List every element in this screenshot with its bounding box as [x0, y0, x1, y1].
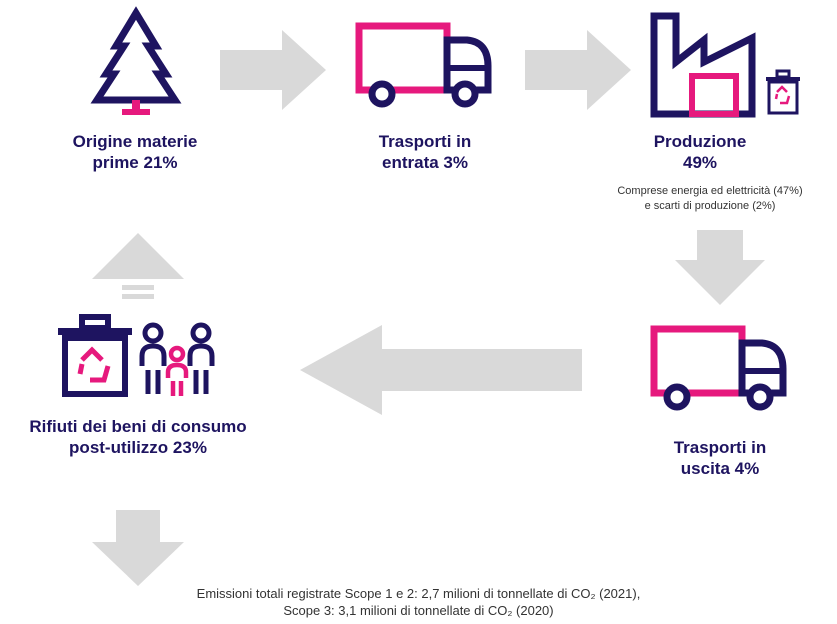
inbound-label-line1: Trasporti in — [378, 132, 472, 151]
truck-icon — [650, 325, 787, 411]
outbound-label-line2: uscita 4% — [680, 459, 760, 478]
production-label: Produzione 49% — [620, 131, 780, 173]
production-note-line1: Comprese energia ed elettricità (47%) — [617, 185, 803, 197]
truck-icon — [355, 22, 492, 108]
arrow-waste-down — [92, 510, 184, 586]
arrow-waste-to-origin — [92, 233, 184, 299]
factory-icon — [650, 12, 756, 118]
waste-label: Rifiuti dei beni di consumo post-utilizz… — [0, 416, 276, 458]
tree-icon — [90, 6, 182, 115]
inbound-label-line2: entrata 3% — [382, 153, 468, 172]
family-icon — [139, 322, 215, 396]
production-label-line1: Produzione — [653, 132, 747, 151]
inbound-label: Trasporti in entrata 3% — [335, 131, 515, 173]
arrow-inbound-to-production — [525, 30, 631, 110]
emissions-footnote-line1: Emissioni totali registrate Scope 1 e 2:… — [196, 586, 641, 601]
waste-label-line1: Rifiuti dei beni di consumo — [29, 417, 247, 436]
production-note: Comprese energia ed elettricità (47%) e … — [590, 184, 830, 214]
arrow-origin-to-inbound — [220, 30, 326, 110]
origin-label-line1: Origine materie — [72, 132, 198, 151]
origin-label-line2: prime 21% — [92, 153, 178, 172]
waste-label-line2: post-utilizzo 23% — [69, 438, 207, 457]
arrow-outbound-to-waste — [300, 325, 582, 415]
emissions-footnote-line2: Scope 3: 3,1 milioni di tonnellate di CO… — [283, 603, 554, 618]
recycle-bin-icon — [58, 314, 132, 397]
recycle-bin-icon — [766, 69, 800, 115]
production-label-line2: 49% — [682, 153, 718, 172]
origin-label: Origine materie prime 21% — [40, 131, 230, 173]
production-note-line2: e scarti di produzione (2%) — [644, 200, 776, 212]
arrow-production-to-outbound — [675, 230, 765, 305]
emissions-footnote: Emissioni totali registrate Scope 1 e 2:… — [100, 585, 737, 619]
outbound-label-line1: Trasporti in — [673, 438, 767, 457]
outbound-label: Trasporti in uscita 4% — [630, 437, 810, 479]
